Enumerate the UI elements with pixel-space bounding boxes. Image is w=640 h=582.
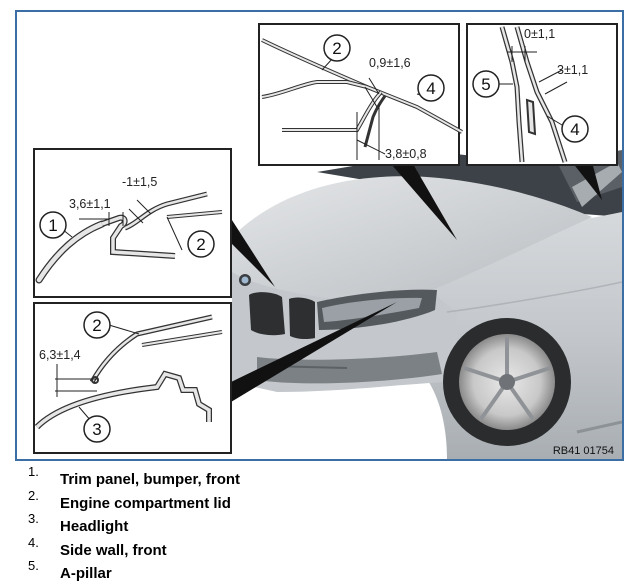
callout-3-headlight: 3 <box>92 420 101 439</box>
dim-headlight-gap: 6,3±1,4 <box>39 348 81 362</box>
gap-diagram-figure: 1 2 3,6±1,1 -1±1,5 2 3 6,3±1,4 <box>15 10 624 461</box>
legend-item: 1. Trim panel, bumper, front <box>28 464 588 488</box>
legend-number: 4. <box>28 534 39 550</box>
detail-box-a-pillar: 5 4 0±1,1 3±1,1 <box>466 23 618 166</box>
detail-box-bumper: 1 2 3,6±1,1 -1±1,5 <box>33 148 232 298</box>
legend-label: Trim panel, bumper, front <box>60 471 241 488</box>
legend-label: Headlight <box>60 518 129 535</box>
legend-item: 3. Headlight <box>28 511 588 535</box>
legend-label: Side wall, front <box>60 541 167 559</box>
dim-pillar-gap: 3±1,1 <box>557 63 588 77</box>
callout-2-bumper: 2 <box>196 235 205 254</box>
parts-legend: 1. Trim panel, bumper, front 2. Engine c… <box>28 464 588 582</box>
legend-item: 4. Side wall, front <box>28 535 588 559</box>
callout-1-bumper: 1 <box>48 216 57 235</box>
gap-diagram-svg: 1 2 3,6±1,1 -1±1,5 2 3 6,3±1,4 <box>33 23 622 459</box>
detail-leaders <box>230 157 602 402</box>
figure-reference: RB41 01754 <box>553 445 614 457</box>
dim-lid-gap: 3,8±0,8 <box>385 147 427 161</box>
detail-box-headlight: 2 3 6,3±1,4 <box>33 302 232 454</box>
callout-2-headlight: 2 <box>92 316 101 335</box>
legend-number: 5. <box>28 558 39 573</box>
callout-4-a-pillar: 4 <box>570 120 579 139</box>
car-illustration <box>232 150 622 459</box>
legend-number: 2. <box>28 487 39 503</box>
callout-2-lid: 2 <box>332 39 341 58</box>
dim-bumper-offset: -1±1,5 <box>122 175 157 189</box>
callout-4-lid: 4 <box>426 79 435 98</box>
legend-label: A-pillar <box>60 565 112 582</box>
detail-box-lid: 2 4 0,9±1,6 3,8±0,8 <box>258 23 463 166</box>
dim-bumper-gap: 3,6±1,1 <box>69 197 111 211</box>
legend-item: 2. Engine compartment lid <box>28 488 588 512</box>
legend-label: Engine compartment lid <box>60 494 231 512</box>
dim-lid-offset: 0,9±1,6 <box>369 56 411 70</box>
legend-number: 1. <box>28 464 39 479</box>
legend-number: 3. <box>28 511 39 526</box>
legend-item: 5. A-pillar <box>28 558 588 582</box>
callout-5-a-pillar: 5 <box>481 75 490 94</box>
dim-pillar-offset: 0±1,1 <box>524 27 555 41</box>
